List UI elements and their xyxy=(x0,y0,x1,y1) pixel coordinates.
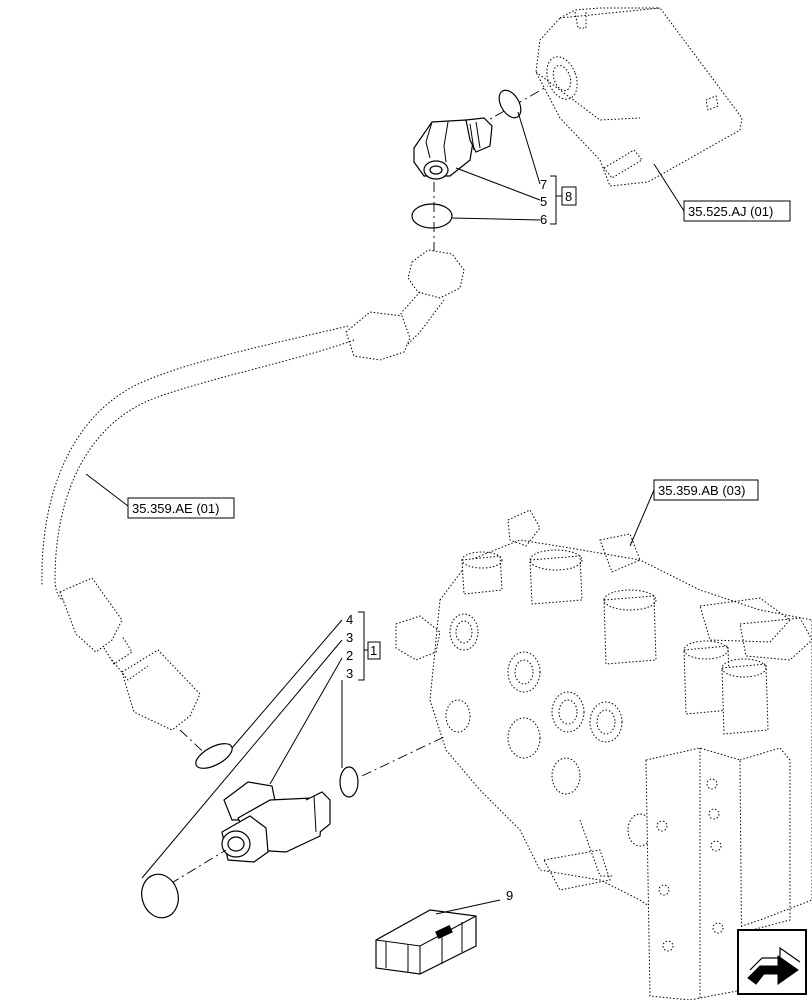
callout-2: 2 xyxy=(346,648,353,663)
callout-3-lower: 3 xyxy=(346,666,353,681)
ref-35-359-ae[interactable]: 35.359.AE (01) xyxy=(132,501,219,516)
callout-5: 5 xyxy=(540,194,547,209)
callout-1-box xyxy=(367,641,381,660)
o-ring-4 xyxy=(195,743,233,769)
o-ring-6 xyxy=(411,203,453,229)
leader-lines xyxy=(85,111,685,915)
axis-line-tee xyxy=(169,849,227,885)
tee-fitting-2 xyxy=(221,781,331,863)
elbow-fitting-5 xyxy=(413,117,493,180)
next-page-arrow-icon[interactable] xyxy=(737,929,807,995)
o-ring-3-right xyxy=(339,766,359,798)
axis-line-valve xyxy=(361,735,447,777)
o-ring-3-left xyxy=(141,873,179,919)
kit-crate-9 xyxy=(375,909,477,975)
callout-7: 7 xyxy=(540,177,547,192)
callout-8: 8 xyxy=(565,189,572,204)
ref-35-525-aj[interactable]: 35.525.AJ (01) xyxy=(688,204,773,219)
upper-valve-block xyxy=(535,7,743,187)
hose-assembly xyxy=(41,249,465,731)
callout-6: 6 xyxy=(540,212,547,227)
callout-3-upper: 3 xyxy=(346,630,353,645)
callout-9: 9 xyxy=(506,888,513,903)
callout-brackets xyxy=(358,175,562,681)
callout-1: 1 xyxy=(370,643,377,658)
ref-box-35-359-ae[interactable] xyxy=(127,497,235,519)
callout-8-box xyxy=(561,186,577,206)
ref-box-35-359-ab[interactable] xyxy=(653,479,759,501)
control-valve-assembly xyxy=(395,509,812,1000)
ref-35-359-ab[interactable]: 35.359.AB (03) xyxy=(658,483,745,498)
o-ring-7 xyxy=(498,89,522,119)
callout-4: 4 xyxy=(346,612,353,627)
ref-box-35-525-aj[interactable] xyxy=(683,200,791,222)
axis-line-hose xyxy=(179,729,213,761)
